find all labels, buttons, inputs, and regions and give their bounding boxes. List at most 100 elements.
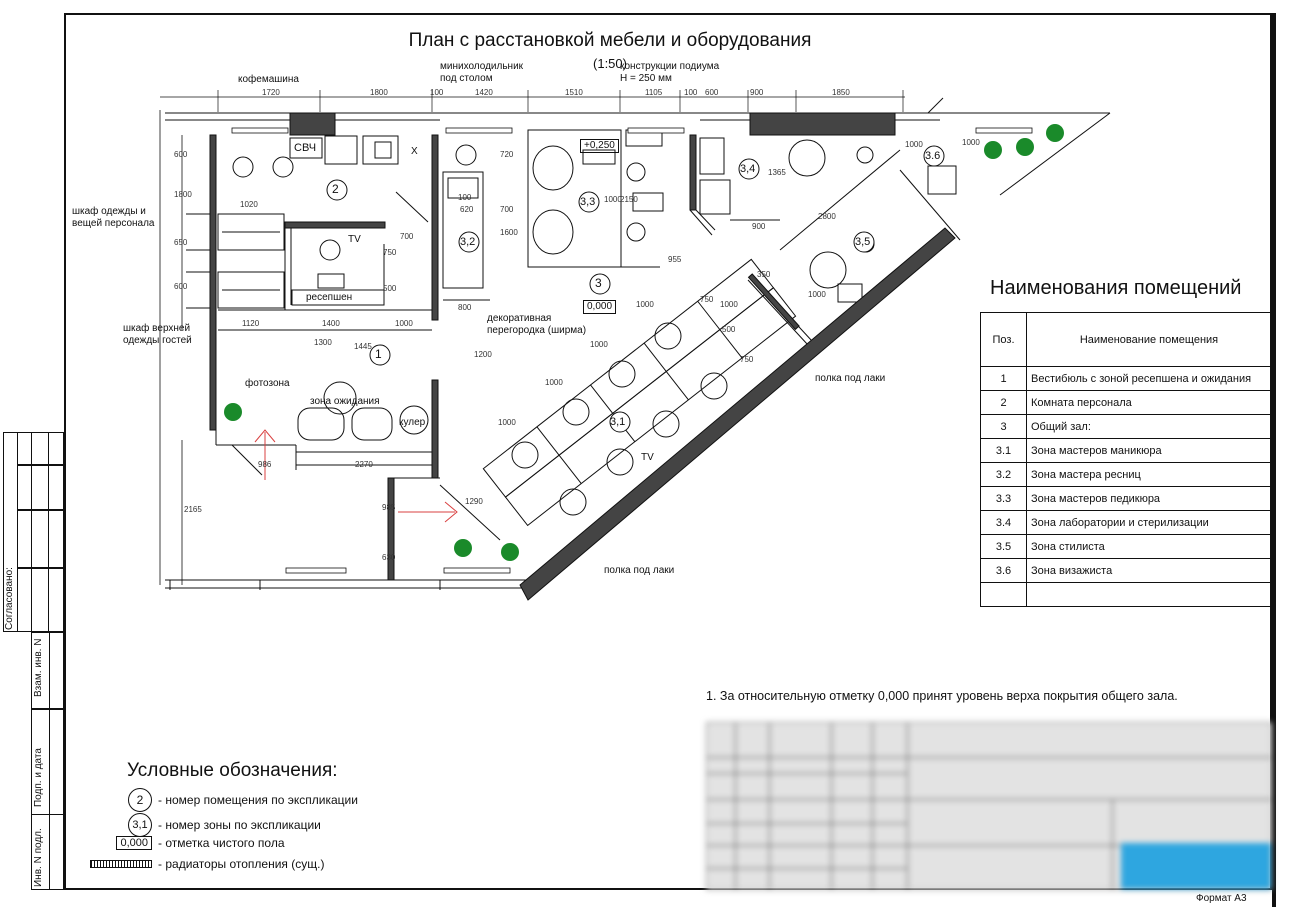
dim-misc: 1000 [545, 378, 563, 387]
podium-level-mark: +0,250 [580, 139, 619, 153]
row-name: Зона мастеров педикюра [1026, 486, 1272, 511]
row-name: Зона мастеров маникюра [1026, 438, 1272, 463]
dim-top: 100 [430, 88, 444, 97]
photozone-label: фотозона [245, 378, 290, 389]
row-name [1026, 582, 1272, 607]
row-pos: 3 [980, 414, 1027, 439]
dim-misc: 500 [383, 284, 397, 293]
nail-shelf-label-2: полка под лаки [604, 565, 675, 576]
dim-top: 100 [684, 88, 698, 97]
table-header-row: Поз. Наименование помещения [980, 312, 1272, 367]
radiator-icon [90, 860, 152, 868]
legend-item-radiator: - радиаторы отопления (сущ.) [90, 857, 324, 871]
title-block-stamp [706, 722, 1272, 890]
row-name: Зона мастера ресниц [1026, 462, 1272, 487]
sheet-edge [1272, 13, 1276, 907]
microwave-label: СВЧ [294, 142, 317, 154]
dim-left: 600 [174, 282, 188, 291]
legend-item-zone: 3,1 - номер зоны по экспликации [90, 813, 321, 837]
dim-misc: 1000 [905, 140, 923, 149]
row-name: Зона визажиста [1026, 558, 1272, 583]
zone-number-3-1: 3,1 [610, 416, 626, 428]
row-pos: 3.2 [980, 462, 1027, 487]
row-pos: 2 [980, 390, 1027, 415]
dim-left: 650 [174, 238, 188, 247]
drawing-title: План с расстановкой мебели и оборудовани… [408, 30, 812, 51]
dim-misc: 750 [383, 248, 397, 257]
dim-misc: 100 [458, 193, 472, 202]
dim-misc: 1000 [636, 300, 654, 309]
dim-misc: 1000 [962, 138, 980, 147]
row-pos: 3.6 [980, 558, 1027, 583]
dim-misc: 1020 [240, 200, 258, 209]
row-name: Комната персонала [1026, 390, 1272, 415]
legend-room-text: номер помещения по экспликации [165, 793, 358, 807]
zone-number-3-4: 3,4 [740, 163, 756, 175]
cooler-label: кулер [399, 417, 426, 428]
dim-top: 600 [705, 88, 719, 97]
dim-misc: 1300 [314, 338, 332, 347]
dim-misc: 1365 [768, 168, 786, 177]
dim-left: 600 [174, 150, 188, 159]
tv-label-staff: TV [348, 234, 361, 245]
dim-misc: 1000 [720, 300, 738, 309]
row-pos [980, 582, 1027, 607]
dim-top: 1720 [262, 88, 280, 97]
dim-misc: 500 [722, 325, 736, 334]
sink-x-label: X [411, 146, 418, 157]
dim-left: 1800 [174, 190, 192, 199]
dim-top: 1510 [565, 88, 583, 97]
staff-wardrobe-label: шкаф одежды и вещей персонала [72, 206, 155, 229]
zone-number-3-6: 3.6 [925, 150, 941, 162]
dim-misc: 720 [500, 150, 514, 159]
dim-misc: 1000 [590, 340, 608, 349]
legend-zone-symbol: 3,1 [128, 813, 152, 837]
dim-misc: 2800 [818, 212, 836, 221]
row-pos: 3.3 [980, 486, 1027, 511]
sheet-format: Формат А3 [1196, 893, 1247, 904]
legend-level-text: отметка чистого пола [165, 836, 285, 850]
dim-misc: 1200 [474, 350, 492, 359]
dim-misc: 1120 [242, 319, 260, 328]
nail-shelf-label-1: полка под лаки [815, 373, 886, 384]
header-pos: Поз. [980, 312, 1027, 367]
row-name: Зона лаборатории и стерилизации [1026, 510, 1272, 535]
dim-misc: 1000 [808, 290, 826, 299]
dim-misc: 985 [382, 503, 396, 512]
coffee-machine-label: кофемашина [238, 74, 299, 85]
dim-misc: 1400 [322, 319, 340, 328]
legend-level-symbol: 0,000 [116, 836, 152, 850]
dim-misc: 350 [757, 270, 771, 279]
side-stamp: Согласовано: Взам. инв. N Подп. и дата И… [3, 432, 64, 890]
row-pos: 1 [980, 366, 1027, 391]
dim-misc: 1000 [395, 319, 413, 328]
dim-misc: 900 [752, 222, 766, 231]
dim-top: 1420 [475, 88, 493, 97]
legend-dash: - [158, 857, 162, 871]
dim-left: 2165 [184, 505, 202, 514]
dim-misc: 630 [382, 553, 396, 562]
legend-room-symbol: 2 [128, 788, 152, 812]
dim-misc: 750 [700, 295, 714, 304]
zone-number-3-2: 3,2 [460, 236, 476, 248]
dim-misc: 2270 [355, 460, 373, 469]
guest-wardrobe-label: шкаф верхней одежды гостей [123, 323, 192, 346]
drawing-note: 1. За относительную отметку 0,000 принят… [706, 689, 1178, 703]
table-row [980, 582, 1272, 607]
reception-label: ресепшен [306, 292, 353, 303]
header-name: Наименование помещения [1026, 312, 1272, 367]
dim-misc: 986 [258, 460, 272, 469]
fridge-label: минихолодильник под столом [440, 61, 524, 84]
dim-misc: 750 [740, 355, 754, 364]
legend-title: Условные обозначения: [127, 760, 338, 781]
room-number-3: 3 [595, 276, 602, 290]
dim-misc: 2150 [620, 195, 638, 204]
